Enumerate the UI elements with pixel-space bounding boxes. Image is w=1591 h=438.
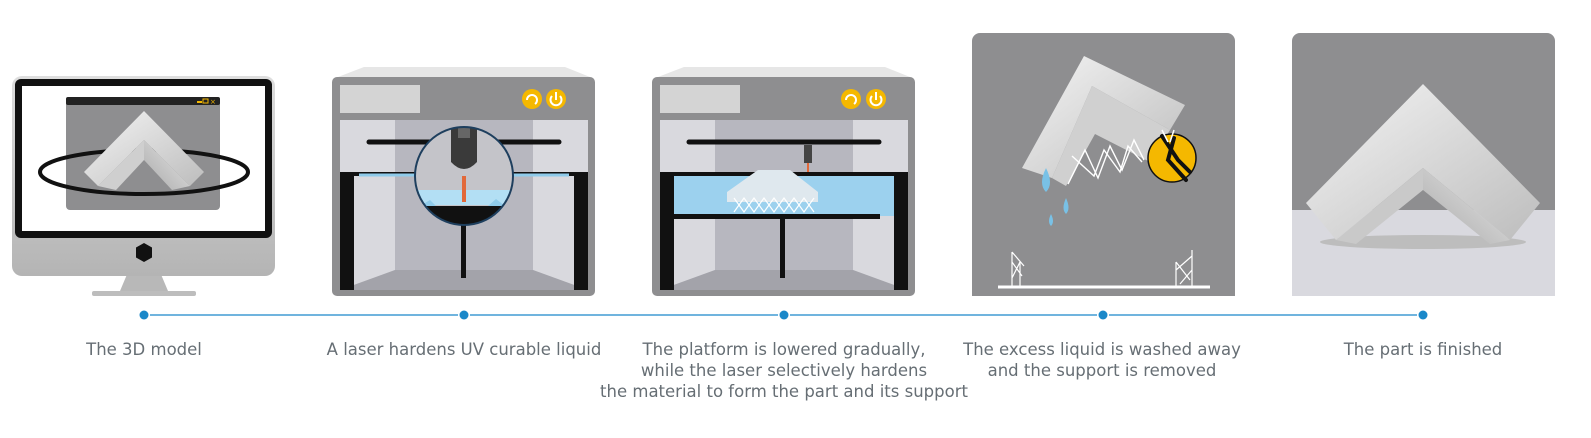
caption-line: The platform is lowered gradually,: [642, 340, 926, 359]
caption-line: A laser hardens UV curable liquid: [326, 340, 602, 359]
printer-building-part-icon: [652, 67, 915, 296]
caption-line: while the laser selectively hardens: [640, 361, 928, 380]
caption-line: the material to form the part and its su…: [600, 382, 968, 401]
step-4-caption: The excess liquid is washed away and the…: [963, 339, 1241, 381]
laser-printer-icon: [332, 67, 595, 296]
caption-line: and the support is removed: [987, 361, 1217, 380]
step-2-caption: A laser hardens UV curable liquid: [327, 339, 602, 360]
caption-line: The 3D model: [86, 340, 202, 359]
caption-line: The part is finished: [1343, 340, 1503, 359]
finished-part-icon: [1292, 33, 1555, 296]
step-1-caption: The 3D model: [86, 339, 202, 360]
caption-line: The excess liquid is washed away: [963, 340, 1241, 359]
timeline: [138, 309, 1429, 321]
step-3-caption: The platform is lowered gradually, while…: [600, 339, 968, 402]
computer-monitor-icon: ×: [12, 76, 275, 296]
step-5-caption: The part is finished: [1344, 339, 1503, 360]
washing-part-icon: [972, 33, 1235, 296]
svg-text:×: ×: [210, 98, 216, 106]
